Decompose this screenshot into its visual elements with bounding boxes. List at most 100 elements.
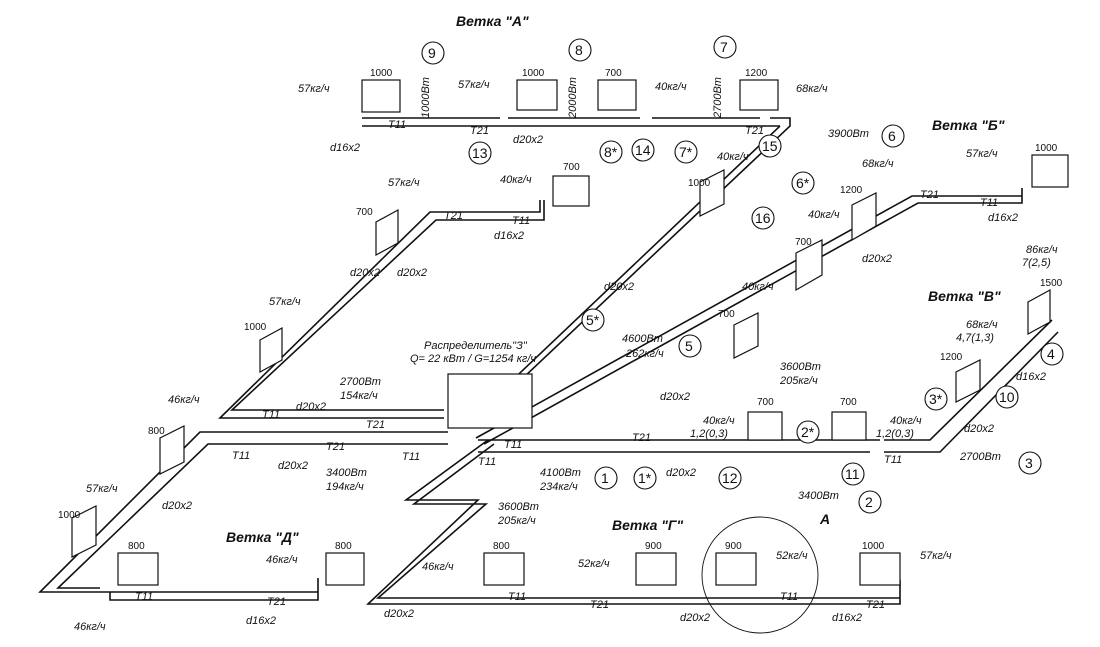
flow-d5: 57кг/ч [86, 483, 118, 495]
flow-v4: 40кг/ч [703, 415, 735, 427]
seg-d2-flow: 194кг/ч [326, 481, 364, 493]
distributor-name: Распределитель"З" [424, 340, 528, 352]
node-5s: 5* [586, 312, 600, 328]
node-3: 3 [1025, 455, 1033, 471]
pipe-label-d20-v3: d20x2 [964, 423, 994, 435]
radiator-b2 [851, 192, 877, 242]
flow-g1: 57кг/ч [920, 550, 952, 562]
pipe-label-d20-c2: d20x2 [397, 267, 427, 279]
seg-5-flow: 262кг/ч [625, 348, 664, 360]
seg-6-power: 3900Вт [828, 128, 869, 140]
pipe-label-d20-b: d20x2 [862, 253, 892, 265]
flow-g4: 46кг/ч [422, 561, 454, 573]
branch-g-title: Ветка "Г" [612, 517, 684, 533]
node-circles [421, 35, 1064, 514]
pipe-label-d16-a: d16x2 [330, 142, 360, 154]
radiator-b1-power: 1000 [1035, 143, 1058, 154]
radiator-g1-power: 1000 [862, 541, 885, 552]
flow-v5: 40кг/ч [890, 415, 922, 427]
pipe-label-t21-g: T21 [590, 599, 609, 611]
radiator-v4-power: 700 [757, 397, 774, 408]
branch-g-pipe [365, 439, 901, 605]
pipe-label-d20-d3: d20x2 [162, 500, 192, 512]
seg-d1-flow: 154кг/ч [340, 390, 378, 402]
pipe-label-t21-d4: T21 [267, 596, 286, 608]
radiator-a4 [739, 79, 779, 111]
radiator-d3 [259, 326, 283, 374]
flow-v2-extra: 4,7(1,3) [956, 332, 994, 344]
distributor-box [447, 373, 533, 429]
pipe-label-d20-5: d20x2 [604, 281, 634, 293]
radiator-v5-power: 700 [840, 397, 857, 408]
pipe-label-d20-d2: d20x2 [278, 460, 308, 472]
radiator-c2-power: 700 [356, 207, 373, 218]
radiator-d3-power: 1000 [244, 322, 267, 333]
radiator-g4 [483, 552, 525, 586]
pipe-label-t21-v: T21 [632, 432, 651, 444]
seg-d1-power: 2700Вт [339, 376, 381, 388]
seg-g3-flow: 205кг/ч [497, 515, 536, 527]
pipe-label-t21-d2: T21 [326, 441, 345, 453]
pipe-label-t21-a2: T21 [745, 125, 764, 137]
flow-v1-extra: 7(2,5) [1022, 257, 1051, 269]
node-9: 9 [428, 45, 436, 61]
distributor-params: Q= 22 кВт / G=1254 кг/ч [410, 353, 536, 365]
radiator-v3 [733, 312, 759, 359]
radiator-d5-power: 1000 [58, 510, 81, 521]
seg-9-power: 1000Вт [420, 77, 432, 118]
radiator-c1-power: 700 [563, 162, 580, 173]
branch-b-title: Ветка "Б" [932, 117, 1005, 133]
node-8s: 8* [604, 144, 618, 160]
radiator-c3-power: 1000 [688, 178, 711, 189]
node-6: 6 [888, 128, 896, 144]
flow-d4: 46кг/ч [168, 394, 200, 406]
radiator-g3 [635, 552, 677, 586]
node-15: 15 [762, 138, 778, 154]
radiator-b3 [795, 239, 823, 292]
node-8: 8 [575, 42, 583, 58]
pipe-label-t21-b: T21 [920, 189, 939, 201]
flow-c1: 40кг/ч [500, 174, 532, 186]
flow-v4-extra: 1,2(0,3) [690, 428, 728, 440]
radiator-a3-power: 700 [605, 68, 622, 79]
branch-a-title: Ветка "А" [456, 13, 529, 29]
node-1s: 1* [638, 470, 652, 486]
radiator-a1-power: 1000 [370, 68, 393, 79]
pipe-label-t21-a: T21 [470, 125, 489, 137]
radiator-b2-power: 1200 [840, 185, 863, 196]
branch-d-pipe [38, 431, 448, 601]
pipe-label-t11-d: T11 [262, 409, 280, 421]
radiator-g1 [859, 552, 901, 586]
node-5: 5 [685, 338, 693, 354]
flow-b3: 40кг/ч [808, 209, 840, 221]
radiator-d4 [159, 425, 185, 475]
radiator-g2-power: 900 [725, 541, 742, 552]
pipe-label-t11-v2: T11 [478, 456, 496, 468]
radiator-g2 [715, 552, 757, 586]
radiator-v1 [1027, 288, 1051, 336]
pipe-label-t21-c: T21 [444, 210, 463, 222]
flow-v2: 68кг/ч [966, 319, 998, 331]
pipe-label-d20-a: d20x2 [513, 134, 543, 146]
node-10: 10 [999, 389, 1015, 405]
radiator-b3-power: 700 [795, 237, 812, 248]
flow-a4: 68кг/ч [796, 83, 828, 95]
detail-a-circle [701, 516, 819, 634]
branch-d-title: Ветка "Д" [226, 529, 299, 545]
radiator-a3 [597, 79, 637, 111]
seg-g3-power: 3600Вт [498, 501, 539, 513]
pipe-label-t21-d: T21 [366, 419, 385, 431]
node-12: 12 [722, 470, 738, 486]
pipe-label-t11-d3: T11 [402, 451, 420, 463]
flow-b2: 68кг/ч [862, 158, 894, 170]
node-3s: 3* [929, 391, 943, 407]
radiator-v2-power: 1200 [940, 352, 963, 363]
radiators [71, 79, 1069, 634]
node-2s: 2* [801, 424, 815, 440]
flow-v3: 40кг/ч [742, 281, 774, 293]
radiator-v3-power: 700 [718, 309, 735, 320]
radiator-c1 [552, 175, 590, 207]
pipe-label-d20-c1: d20x2 [350, 267, 380, 279]
node-6s: 6* [796, 175, 810, 191]
